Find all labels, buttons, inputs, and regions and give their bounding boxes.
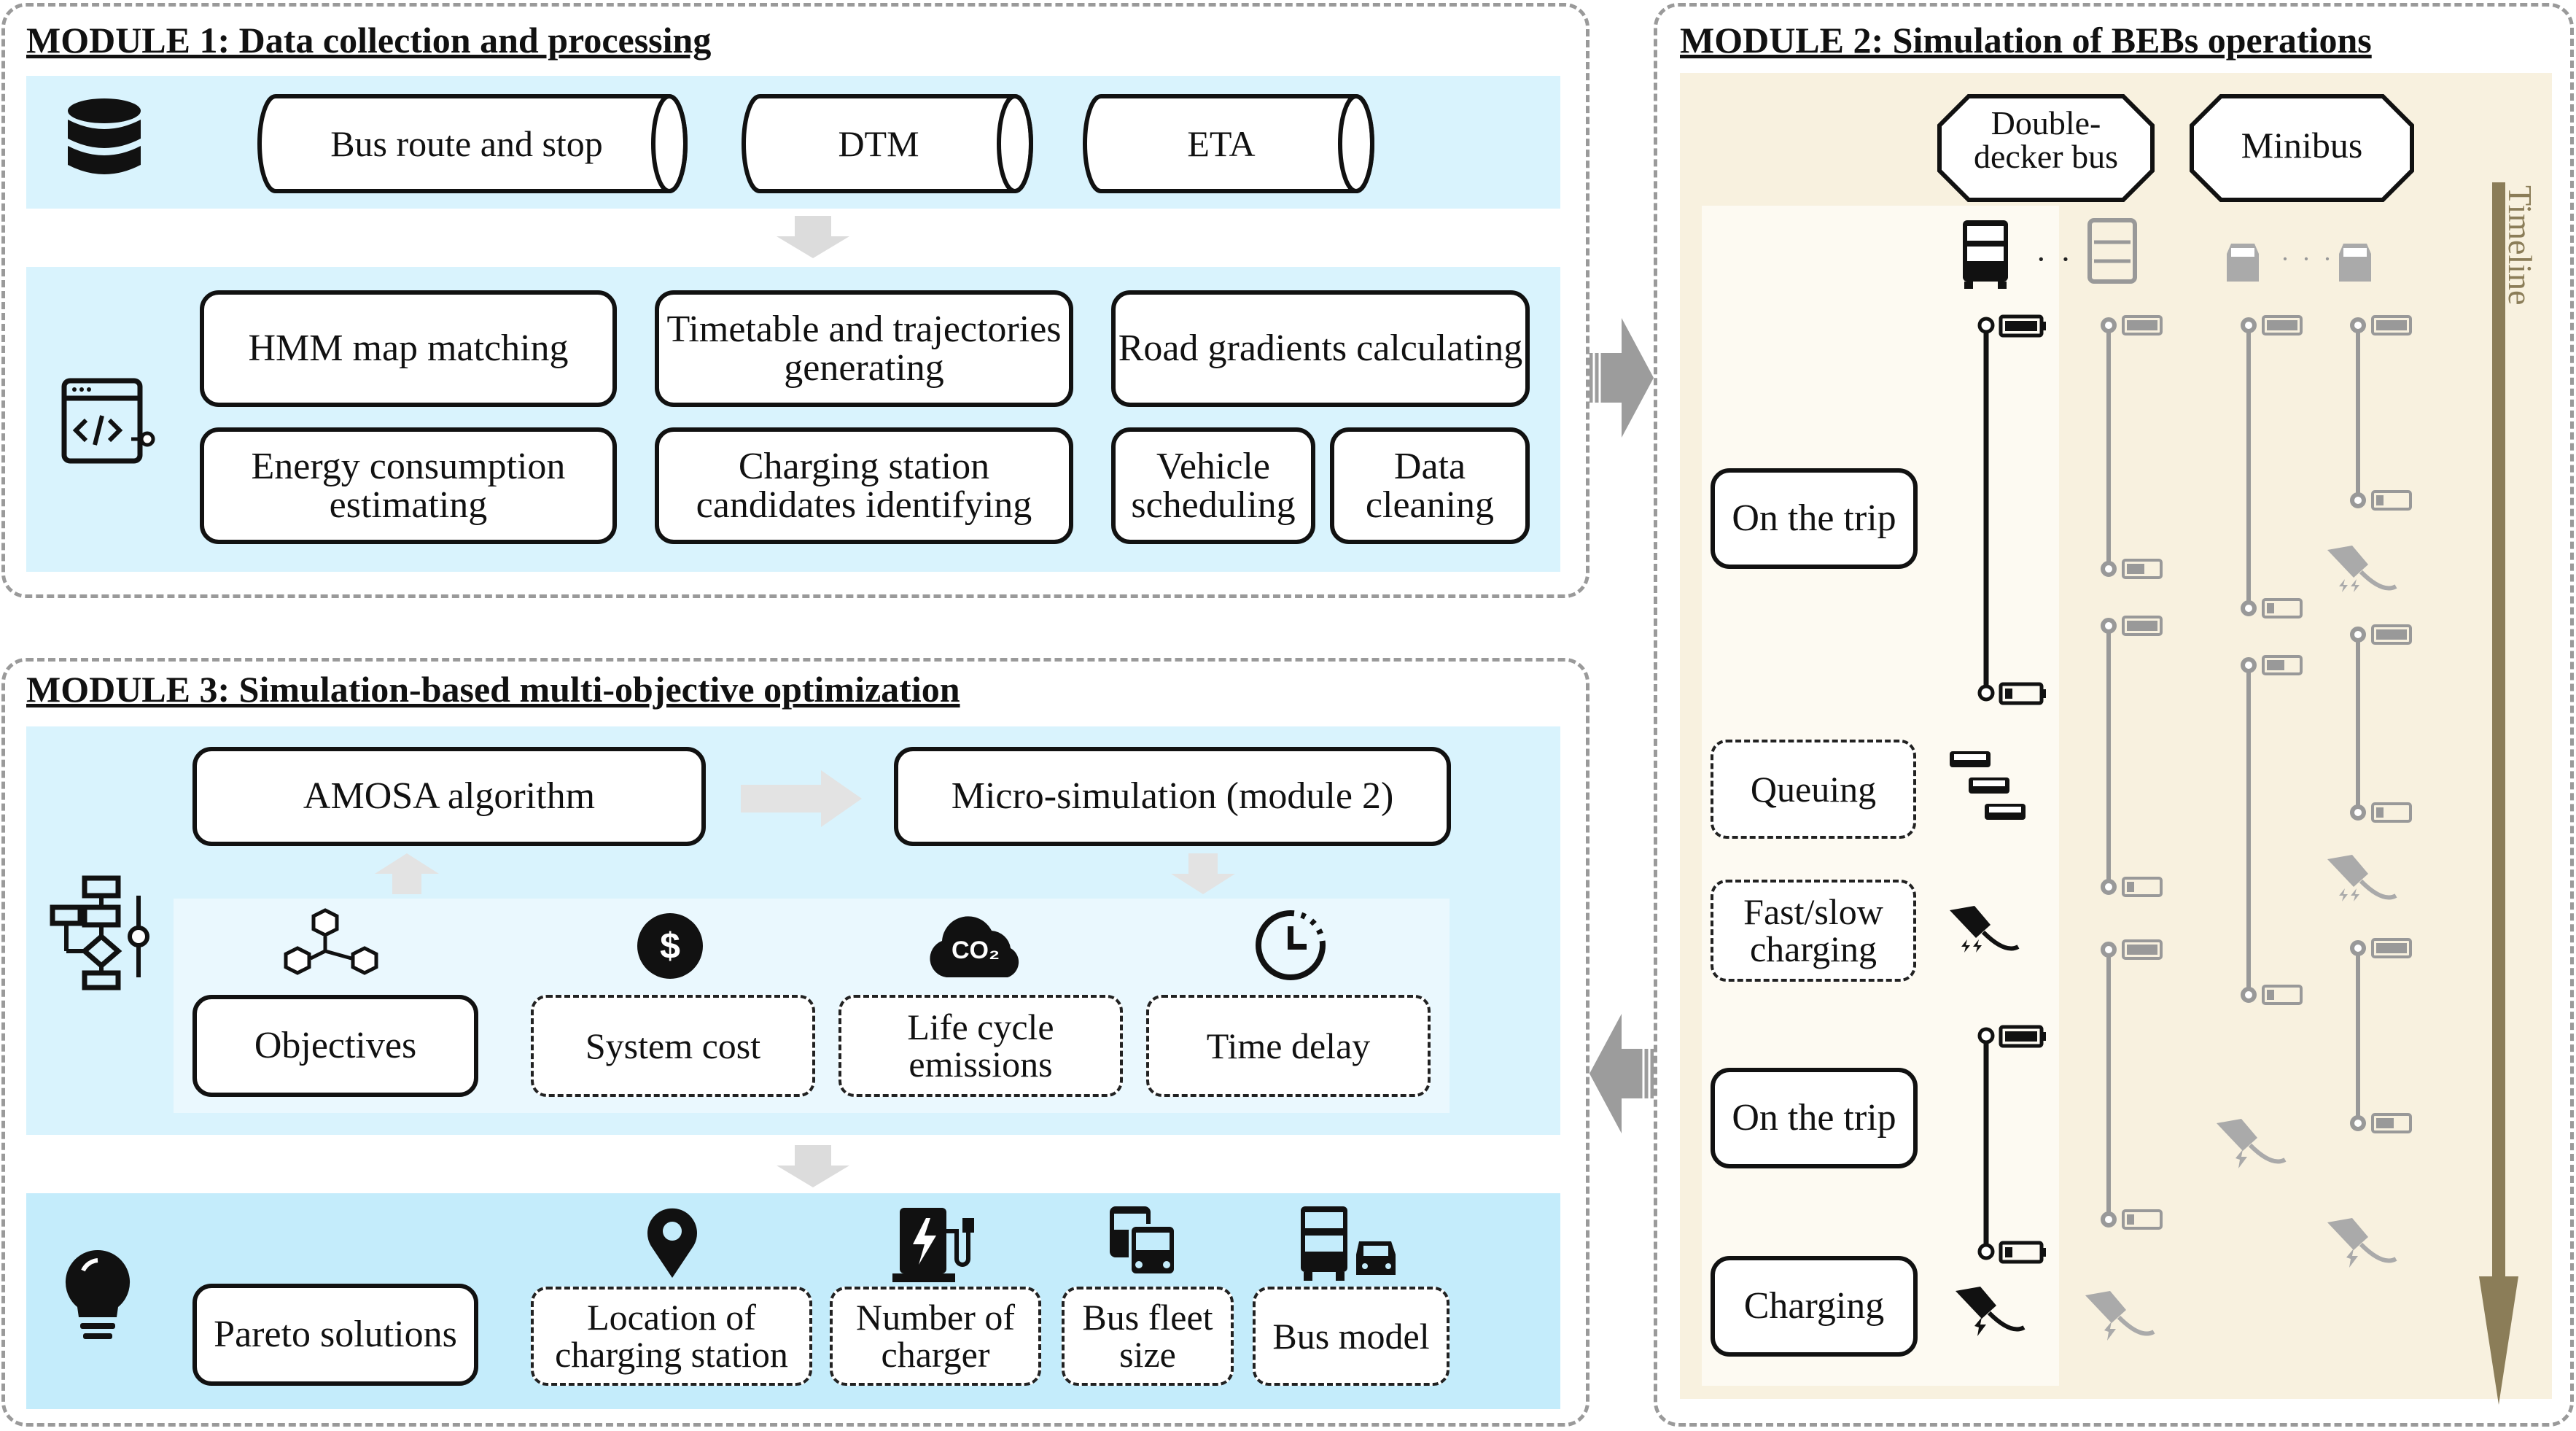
- bus-fleet-size-box: Bus fleet size: [1062, 1287, 1234, 1386]
- charging-plug-icon-grey-2: [2327, 855, 2397, 901]
- number-of-charger-box: Number of charger: [830, 1287, 1041, 1386]
- module3-panel: [1, 658, 1589, 1427]
- minibus-label: Minibus: [2241, 125, 2363, 166]
- timeline-label: Timeline: [2502, 185, 2539, 306]
- input-dtm: DTM: [838, 123, 919, 164]
- location-charging-station-box: Location of charging station: [531, 1287, 812, 1386]
- arrow-to-module2: [1589, 318, 1654, 438]
- bus-fleet-icon: [1110, 1206, 1177, 1276]
- process-timetable: Timetable and trajectories generating: [655, 290, 1073, 407]
- module3-title: MODULE 3: Simulation-based multi-objecti…: [26, 669, 960, 710]
- minibus-icon-grey-1: [2227, 244, 2259, 282]
- state-queuing: Queuing: [1711, 740, 1916, 839]
- cylinder-bus-route: [257, 94, 688, 193]
- module2-title: MODULE 2: Simulation of BEBs operations: [1680, 20, 2372, 61]
- charging-plug-icon: [1956, 1287, 2026, 1336]
- process-vehicle-scheduling: Vehicle scheduling: [1111, 427, 1315, 544]
- arrow-to-module3: [1589, 1014, 1654, 1133]
- queuing-buses-icon: [1950, 751, 2026, 820]
- co2-cloud-icon: [930, 916, 1019, 977]
- time-delay-box: Time delay: [1146, 995, 1431, 1097]
- process-energy: Energy consumption estimating: [200, 427, 617, 544]
- double-decker-bus-icon: [1963, 220, 2008, 289]
- lightbulb-icon: [65, 1250, 131, 1339]
- right-arrow-amosa-to-micro: [741, 770, 862, 827]
- minibus-icon-grey-2: [2339, 244, 2371, 282]
- double-decker-bus-icon-grey: [2087, 218, 2137, 284]
- system-cost-box: System cost: [531, 995, 815, 1097]
- process-charging-candidates: Charging station candidates identifying: [655, 427, 1073, 544]
- cylinder-eta: [1083, 94, 1374, 193]
- process-hmm: HMM map matching: [200, 290, 617, 407]
- charging-plug-icon-grey-4: [2327, 1218, 2397, 1268]
- cylinder-dtm: [742, 94, 1033, 193]
- life-cycle-emissions-box: Life cycle emissions: [838, 995, 1123, 1097]
- state-fast-slow-charging: Fast/slow charging: [1711, 880, 1916, 982]
- charging-plug-icon-grey-5: [2085, 1291, 2155, 1341]
- down-arrow-from-micro: [1171, 853, 1235, 894]
- module1-title: MODULE 1: Data collection and processing: [26, 20, 712, 61]
- minibus-octagon: [2190, 94, 2414, 202]
- up-arrow-to-amosa: [375, 853, 439, 894]
- co2-label: CO₂: [951, 936, 1000, 964]
- objectives-box: Objectives: [192, 995, 478, 1097]
- code-window-icon: [61, 378, 155, 464]
- state-charging: Charging: [1711, 1256, 1918, 1357]
- clock-icon: [1256, 910, 1326, 980]
- ellipsis-double-decker: · · ·: [2036, 241, 2098, 277]
- bus-model-box: Bus model: [1253, 1287, 1450, 1386]
- process-gradients: Road gradients calculating: [1111, 290, 1530, 407]
- pareto-solutions-box: Pareto solutions: [192, 1284, 478, 1386]
- bus-model-icon: [1301, 1206, 1396, 1281]
- flowchart-icon: [50, 875, 149, 990]
- charging-plug-icon-grey-1: [2327, 546, 2397, 592]
- state-on-the-trip-2: On the trip: [1711, 1068, 1918, 1168]
- ev-charger-icon: [892, 1208, 974, 1282]
- charging-plug-icon-grey-3: [2217, 1119, 2287, 1168]
- down-arrow-2: [777, 1145, 849, 1187]
- database-icon: [68, 98, 141, 174]
- dollar-circle-icon: $: [637, 913, 703, 979]
- fast-charging-plug-icon: [1950, 906, 2020, 953]
- amosa-algorithm-box: AMOSA algorithm: [192, 747, 706, 846]
- map-pin-icon: [647, 1208, 697, 1278]
- double-decker-label: Double-decker bus: [1974, 104, 2118, 175]
- bus-schedule-lines: [1977, 314, 2412, 1264]
- input-bus-route: Bus route and stop: [330, 123, 603, 164]
- timeline-arrow: [2479, 182, 2518, 1405]
- process-data-cleaning: Data cleaning: [1330, 427, 1530, 544]
- down-arrow-1: [777, 216, 849, 258]
- cubes-network-icon: [284, 908, 378, 975]
- state-on-the-trip-1: On the trip: [1711, 468, 1918, 569]
- input-eta: ETA: [1187, 123, 1256, 164]
- module1-panel: [1, 3, 1589, 598]
- micro-simulation-box: Micro-simulation (module 2): [894, 747, 1451, 846]
- module2-panel: [1654, 3, 2574, 1427]
- ellipsis-minibus: · · ·: [2281, 244, 2335, 274]
- double-decker-octagon: [1937, 94, 2155, 202]
